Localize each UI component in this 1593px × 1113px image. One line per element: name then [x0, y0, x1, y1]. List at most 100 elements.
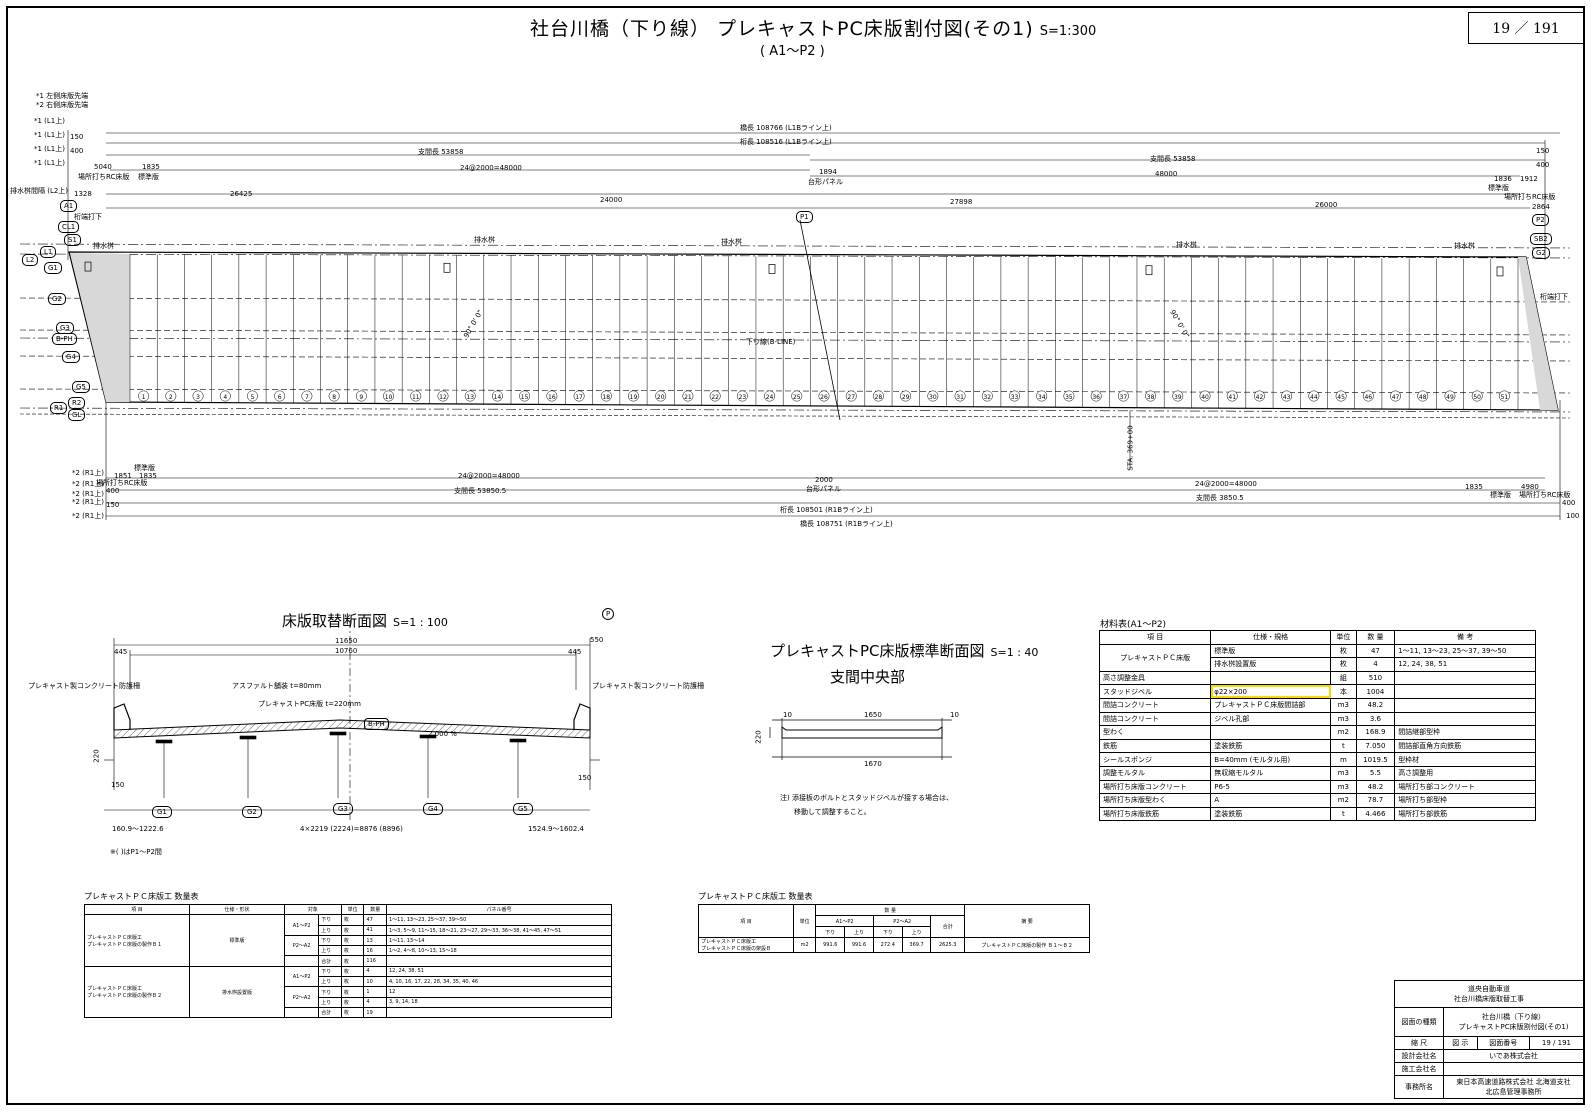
- panel-number-circle: [219, 390, 231, 402]
- drain-icon: [443, 262, 451, 273]
- tag-cl1: CL1: [58, 221, 80, 233]
- panel-number-circle: [1199, 390, 1211, 402]
- drawing-subtitle: ( A1～P2 ): [760, 44, 825, 59]
- s1-slope: 2.000 %: [428, 730, 457, 738]
- panel-number: 11: [412, 394, 420, 401]
- span-length-1: 支間長 53858: [418, 148, 464, 156]
- panel-number: 43: [1283, 394, 1291, 401]
- bottom-dim-r400: 400: [1562, 499, 1576, 507]
- panel-number: 15: [521, 394, 529, 401]
- tag-r1: R1: [50, 402, 68, 414]
- dim-r1912: 1912: [1520, 175, 1538, 183]
- panel-number-circle: [247, 390, 258, 402]
- panel-number-circle: [1444, 390, 1456, 402]
- dim-150: 150: [70, 133, 84, 141]
- drain-label-4: 排水桝: [1176, 241, 1197, 249]
- panel-number: 25: [793, 394, 801, 401]
- tag-g2: G2: [48, 293, 66, 305]
- panel-number-circle: [818, 390, 830, 402]
- panel-number-circle: [682, 390, 694, 402]
- bottom-girder-length: 桁長 108501 (R1Bライン上): [780, 506, 873, 514]
- panel-number: 20: [657, 394, 665, 401]
- panel-number: 46: [1364, 394, 1372, 401]
- bottom-dim-400: 400: [106, 487, 120, 495]
- panel-number-circle: [600, 390, 612, 402]
- left-ref-3: *1 (L1上): [34, 145, 65, 153]
- drain-icon: [1496, 266, 1504, 277]
- panel-number-circle: [138, 390, 150, 402]
- panel-number-circle: [1063, 390, 1075, 402]
- s1-dim-mid: 4×2219 (2224)=8876 (8896): [300, 825, 403, 833]
- s1-barrier-left: プレキャスト製コンクリート防護柵: [28, 682, 140, 690]
- s1-girder-g2: G2: [242, 806, 262, 818]
- tag-g2-right: G2: [1532, 247, 1550, 259]
- s1-girder-g4: G4: [423, 803, 443, 815]
- panel-number-circle: [1145, 390, 1157, 402]
- section2-subheading: 支間中央部: [830, 668, 906, 686]
- dim-27898: 27898: [950, 198, 973, 206]
- mt-h-spec: 仕様・規格: [1210, 630, 1332, 645]
- panel-number-circle: [1281, 390, 1293, 402]
- dim-1328: 1328: [74, 190, 92, 198]
- s1-height-150r: 150: [578, 774, 592, 782]
- bottom-span-2: 支間長 3850.5: [1196, 494, 1244, 502]
- tag-g1: G1: [44, 262, 62, 274]
- girder-end-left: 桁端打下: [74, 213, 102, 221]
- bottom-dim-r1835: 1835: [1465, 483, 1483, 491]
- bottom-trapezoid: 台形パネル: [806, 485, 841, 493]
- qty2-heading: プレキャストＰＣ床版工 数量表: [698, 892, 813, 901]
- panel-number: 24: [766, 394, 774, 401]
- tag-bph: B-PH: [52, 333, 77, 345]
- rc-slab-label-left: 場所打ちRC床版: [78, 173, 130, 181]
- bottom-bridge-length: 橋長 108751 (R1Bライン上): [800, 520, 893, 528]
- panel-number: 6: [278, 394, 282, 401]
- tag-p1: P1: [796, 211, 813, 223]
- s1-height-150l: 150: [111, 781, 125, 789]
- s1-girder-g3: G3: [333, 803, 353, 815]
- panel-number-circle: [1335, 390, 1347, 402]
- table-row: プレキャストＰＣ床版工 プレキャストＰＣ床版の架設Ｂ m2 991.6 991.…: [698, 937, 1090, 953]
- girder-length-top: 桁長 108516 (L1Bライン上): [740, 138, 832, 146]
- bottom-rc-left: 場所打ちRC床版: [96, 479, 148, 487]
- bottom-ref-3: *2 (R1上): [72, 498, 104, 506]
- dim-400: 400: [70, 147, 84, 155]
- title-block: 道央自動車道社台川橋床版取替工事 図面の種類社台川橋（下り線）プレキャストPC床…: [1394, 980, 1585, 1099]
- panel-number-circle: [546, 390, 558, 402]
- panel-number: 4: [223, 394, 227, 401]
- panel-number: 21: [684, 394, 692, 401]
- panel-number-circle: [1172, 390, 1184, 402]
- panel-number-circle: [437, 390, 449, 402]
- panel-number: 42: [1256, 394, 1264, 401]
- left-ref-2: *1 (L1上): [34, 131, 65, 139]
- panel-number-circle: [491, 390, 503, 402]
- drain-icon: [768, 264, 776, 274]
- panel-number-circle: [1471, 390, 1483, 402]
- bottom-dim-2000: 2000: [815, 476, 833, 484]
- s1-width-445r: 445: [568, 648, 582, 656]
- panel-number: 50: [1473, 394, 1481, 401]
- girder-end-right: 桁端打下: [1540, 293, 1568, 301]
- panel-number: 41: [1228, 394, 1236, 401]
- s1-width-445l: 445: [114, 648, 128, 656]
- drain-markers: [84, 261, 1504, 277]
- bottom-segment-2: 24@2000=48000: [1195, 480, 1257, 488]
- panel-number-circle: [764, 390, 776, 402]
- panel-number-circle: [736, 390, 748, 402]
- drain-label-3: 排水桝: [721, 238, 742, 246]
- drawing-frame: [6, 6, 1585, 1105]
- s1-dim-right: 1524.9～1602.4: [528, 825, 584, 833]
- s1-bph-tag: B-PH: [364, 718, 389, 730]
- panel-number-circle: [1009, 390, 1020, 402]
- panel-number-circle: [301, 390, 313, 402]
- s1-pcslab: プレキャストPC床版 t=220mm: [258, 700, 361, 708]
